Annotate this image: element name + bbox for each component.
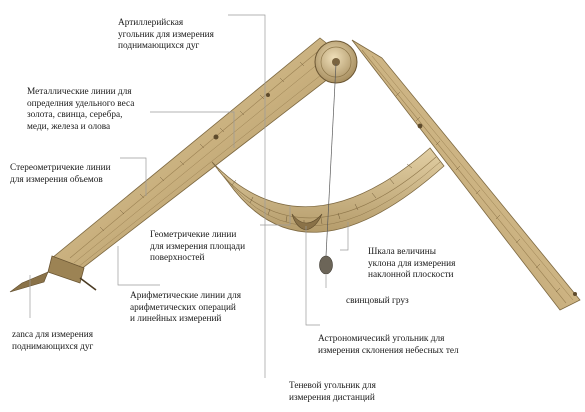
hinge-hub — [315, 41, 357, 83]
label-arithmetic-lines: Арифметические линии для арифметических … — [130, 291, 241, 326]
label-lead-weight: свинцовый груз — [346, 296, 409, 308]
label-shadow-square: Теневой угольник для измерения дистанций — [289, 381, 376, 404]
label-metallic-lines: Металлические линии для определния удель… — [27, 87, 134, 133]
label-artillery-square: Артиллерийская угольник для измерения по… — [118, 18, 214, 53]
label-foot-zanca: zanca для измерения поднимающихся дуг — [12, 330, 93, 353]
lead-weight — [320, 256, 333, 274]
label-slope-scale: Шкала величины уклона для измерения накл… — [368, 247, 455, 282]
label-geometric-lines: Геометричекие линии для измерения площад… — [150, 230, 245, 265]
label-stereometric-lines: Стереометричекие линии для измерения объ… — [10, 163, 111, 186]
plumb-line — [320, 64, 337, 274]
label-astronomical-square: Астрономичесикй угольник для измерения с… — [318, 334, 459, 357]
